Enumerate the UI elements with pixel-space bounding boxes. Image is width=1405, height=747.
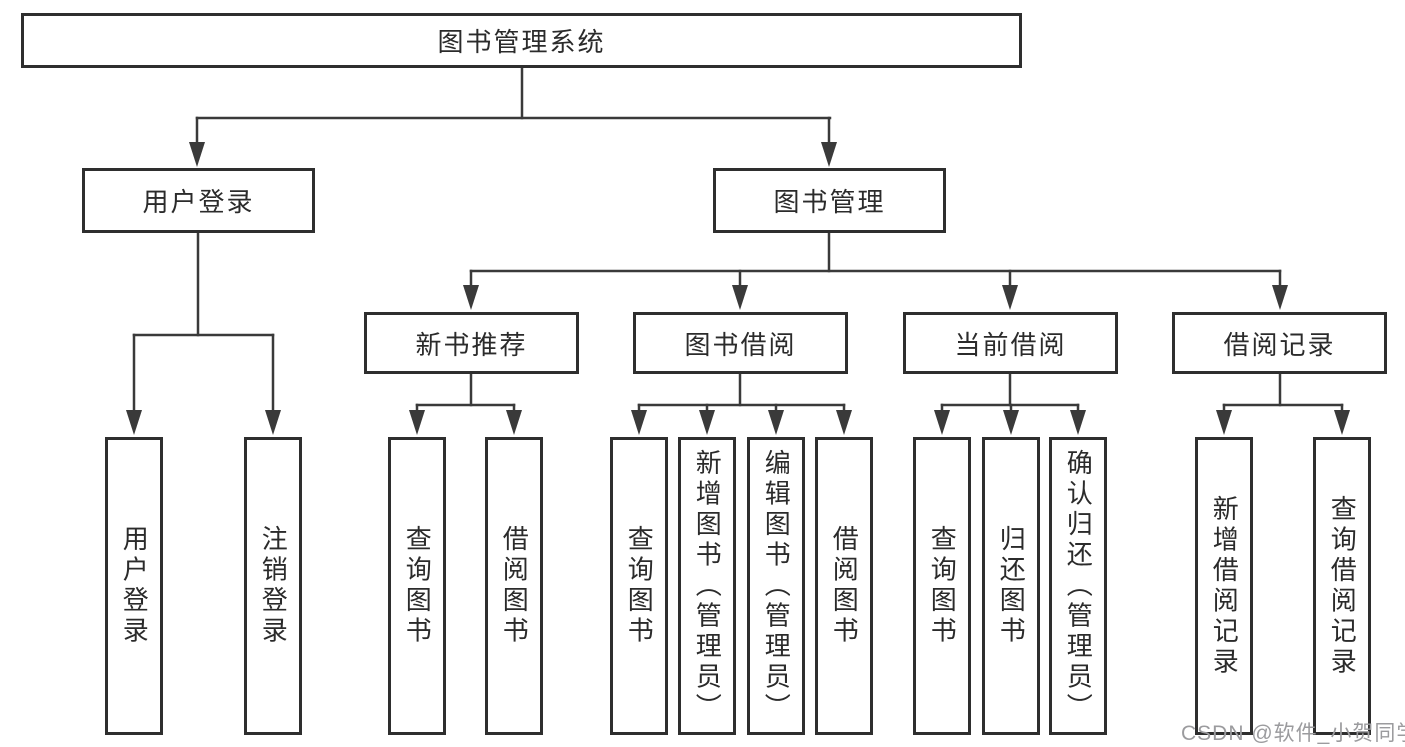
leaf-label: 查询图书 <box>927 525 958 647</box>
leaf-label: 借阅图书 <box>829 525 860 647</box>
leaf-label: 查询借阅记录 <box>1327 494 1358 678</box>
leaf-label: 借阅图书 <box>499 525 530 647</box>
leaf-borrow-borrow-books: 借阅图书 <box>815 437 873 735</box>
node-root-label: 图书管理系统 <box>437 27 606 57</box>
leaf-borrow-add-books-admin: 新增图书（管理员） <box>678 437 736 735</box>
csdn-watermark: CSDN @软件_小贺同学 <box>1181 722 1405 745</box>
node-label: 图书管理 <box>773 187 886 217</box>
node-label: 新书推荐 <box>415 329 528 360</box>
node-label: 用户登录 <box>142 187 255 217</box>
leaf-record-add-borrow-record: 新增借阅记录 <box>1195 437 1253 735</box>
node-label: 借阅记录 <box>1223 329 1336 360</box>
node-new-book-recommend: 新书推荐 <box>364 312 579 374</box>
leaf-record-query-borrow-record: 查询借阅记录 <box>1313 437 1371 735</box>
leaf-label: 归还图书 <box>996 525 1027 647</box>
node-borrow-record: 借阅记录 <box>1172 312 1387 374</box>
leaf-logout: 注销登录 <box>244 437 302 735</box>
leaf-label: 查询图书 <box>624 525 655 647</box>
leaf-user-login: 用户登录 <box>105 437 163 735</box>
leaf-newbook-borrow-books: 借阅图书 <box>485 437 543 735</box>
node-label: 图书借阅 <box>684 329 797 360</box>
leaf-label: 查询图书 <box>402 525 433 647</box>
node-label: 当前借阅 <box>954 329 1067 360</box>
leaf-current-query-books: 查询图书 <box>913 437 971 735</box>
leaf-label: 用户登录 <box>119 525 150 647</box>
leaf-borrow-edit-books-admin: 编辑图书（管理员） <box>747 437 805 735</box>
leaf-borrow-query-books: 查询图书 <box>610 437 668 735</box>
node-current-borrow: 当前借阅 <box>903 312 1118 374</box>
leaf-current-return-books: 归还图书 <box>982 437 1040 735</box>
leaf-newbook-query-books: 查询图书 <box>388 437 446 735</box>
node-book-management: 图书管理 <box>713 168 946 233</box>
leaf-label: 新增图书（管理员） <box>692 448 723 724</box>
leaf-label: 确认归还（管理员） <box>1063 448 1094 724</box>
node-user-login: 用户登录 <box>82 168 315 233</box>
leaf-label: 新增借阅记录 <box>1209 494 1240 678</box>
node-book-borrow: 图书借阅 <box>633 312 848 374</box>
node-root-system: 图书管理系统 <box>21 13 1022 68</box>
leaf-label: 编辑图书（管理员） <box>761 448 792 724</box>
leaf-label: 注销登录 <box>258 525 289 647</box>
leaf-current-confirm-return-admin: 确认归还（管理员） <box>1049 437 1107 735</box>
